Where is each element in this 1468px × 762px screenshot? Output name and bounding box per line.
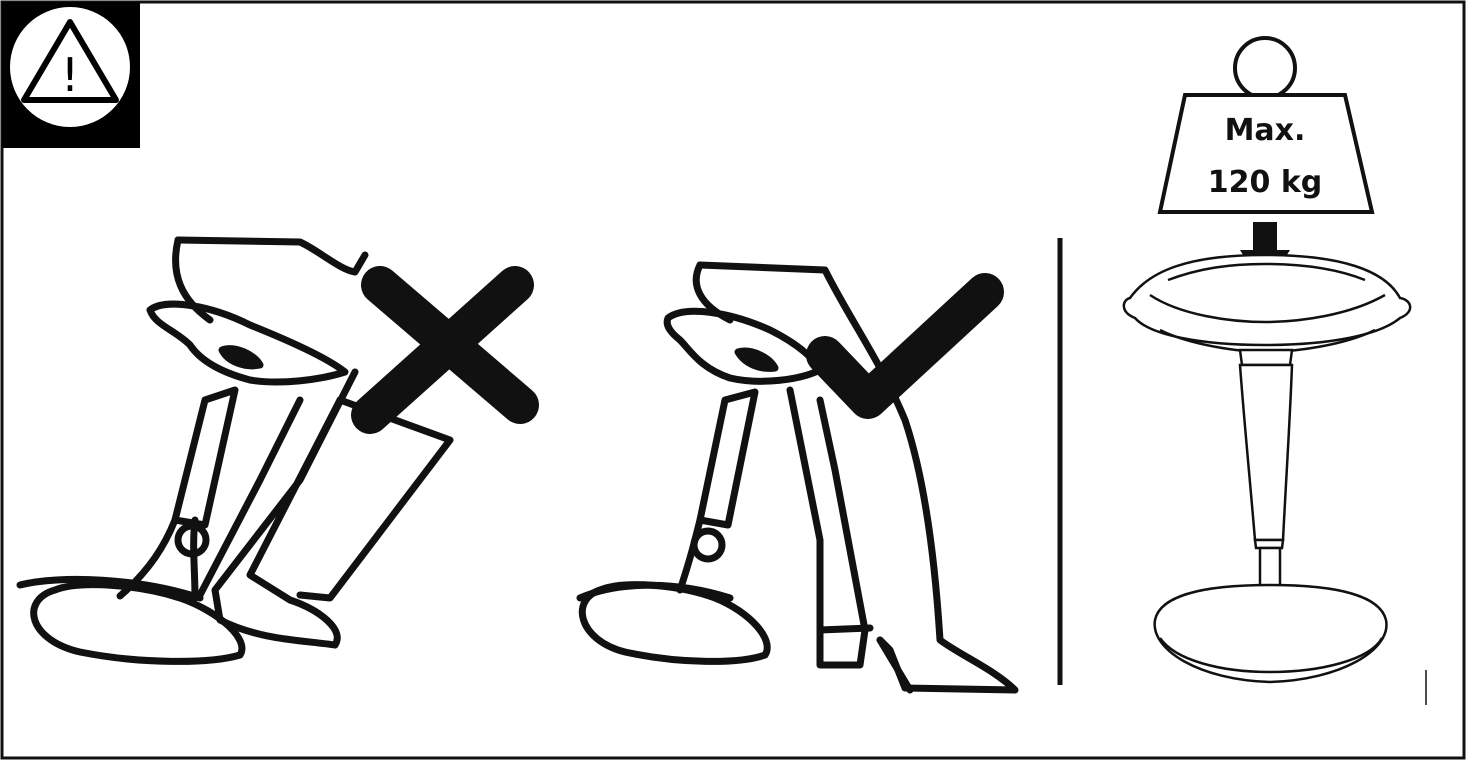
weight-limit-line1: Max. [1225, 113, 1306, 148]
warning-symbol: ! [61, 48, 79, 102]
weight-limit-line2: 120 kg [1208, 165, 1323, 200]
warning-badge: ! [2, 2, 140, 148]
